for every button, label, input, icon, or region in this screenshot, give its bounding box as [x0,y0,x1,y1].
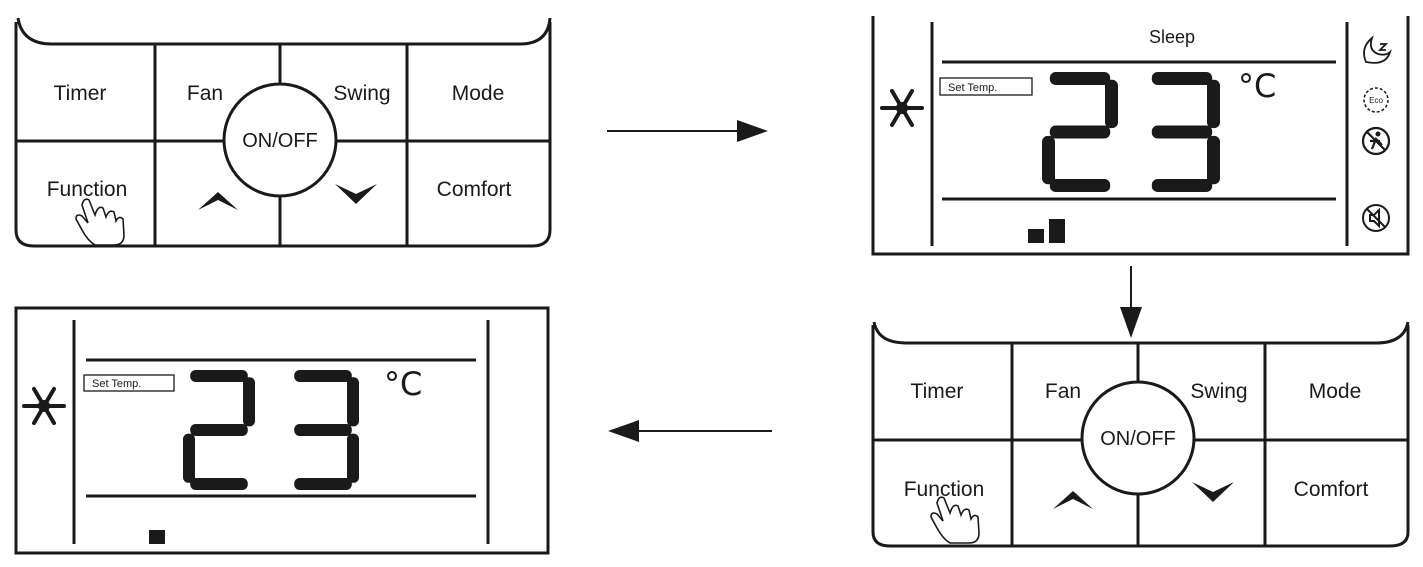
swing-button[interactable]: Swing [333,82,390,105]
digit-segment [1049,72,1111,85]
function-button[interactable]: Function [904,478,985,501]
onoff-button[interactable]: ON/OFF [242,130,318,152]
digit-segment [1207,79,1220,129]
timer-button[interactable]: Timer [911,380,964,403]
timer-button[interactable]: Timer [54,82,107,105]
arrow-right-icon [607,120,768,142]
no-person-icon [1361,126,1391,156]
comfort-button[interactable]: Comfort [437,178,512,201]
set-temp-label: Set Temp. [948,82,997,94]
snowflake-icon [22,387,66,425]
fan-button[interactable]: Fan [1045,380,1081,403]
sleep-moon-icon [1363,35,1392,64]
display-panel-plain: Set Temp. °C [14,306,550,555]
digit-segment [1105,79,1118,129]
digit-segment [190,370,248,382]
digit-segment [1042,135,1055,185]
eco-icon: Eco [1363,87,1389,113]
onoff-button[interactable]: ON/OFF [1100,428,1176,450]
digit-segment [347,377,359,427]
mode-button[interactable]: Mode [1309,380,1362,403]
chevron-down-icon[interactable] [335,184,377,204]
remote-panel-bottom: Timer Fan Swing Mode Function Comfort ON… [871,321,1410,548]
display-panel-sleep: Sleep Set Temp. °C Eco [871,16,1410,256]
eco-label: Eco [1369,96,1383,105]
digit-segment [1049,125,1111,139]
fan-level-bar [149,530,165,544]
digit-segment [190,424,248,436]
temperature-unit: °C [384,365,422,403]
digit-segment [294,424,352,436]
temperature-display [1042,72,1220,192]
no-sound-icon [1362,204,1390,232]
fan-speed-indicator [1028,219,1065,243]
digit-segment [243,377,255,427]
fan-level-bar [1028,229,1044,243]
arrow-left-icon [608,420,772,442]
temperature-display [183,370,359,490]
arrow-down-icon [1120,266,1142,338]
digit-segment [190,478,248,490]
digit-segment [1049,179,1111,192]
function-button[interactable]: Function [47,178,128,201]
temperature-unit: °C [1238,67,1276,105]
digit-segment [347,433,359,483]
set-temp-label: Set Temp. [92,378,141,390]
hand-pointer-icon [930,496,980,544]
digit-segment [294,370,352,382]
remote-panel-top: Timer Fan Swing Mode Function Comfort ON… [14,17,552,248]
sleep-label: Sleep [1149,27,1195,47]
swing-button[interactable]: Swing [1190,380,1247,403]
chevron-up-icon[interactable] [1053,491,1093,509]
chevron-up-icon[interactable] [198,192,238,210]
digit-segment [1151,125,1213,139]
fan-speed-indicator [149,530,165,544]
comfort-button[interactable]: Comfort [1294,478,1369,501]
hand-pointer-icon [75,198,125,246]
fan-button[interactable]: Fan [187,82,223,105]
digit-segment [183,433,195,483]
digit-segment [1151,179,1213,192]
fan-level-bar [1049,219,1065,243]
digit-segment [1207,135,1220,185]
mode-button[interactable]: Mode [452,82,505,105]
digit-segment [294,478,352,490]
digit-segment [1151,72,1213,85]
chevron-down-icon[interactable] [1192,482,1234,502]
snowflake-icon [880,89,924,127]
